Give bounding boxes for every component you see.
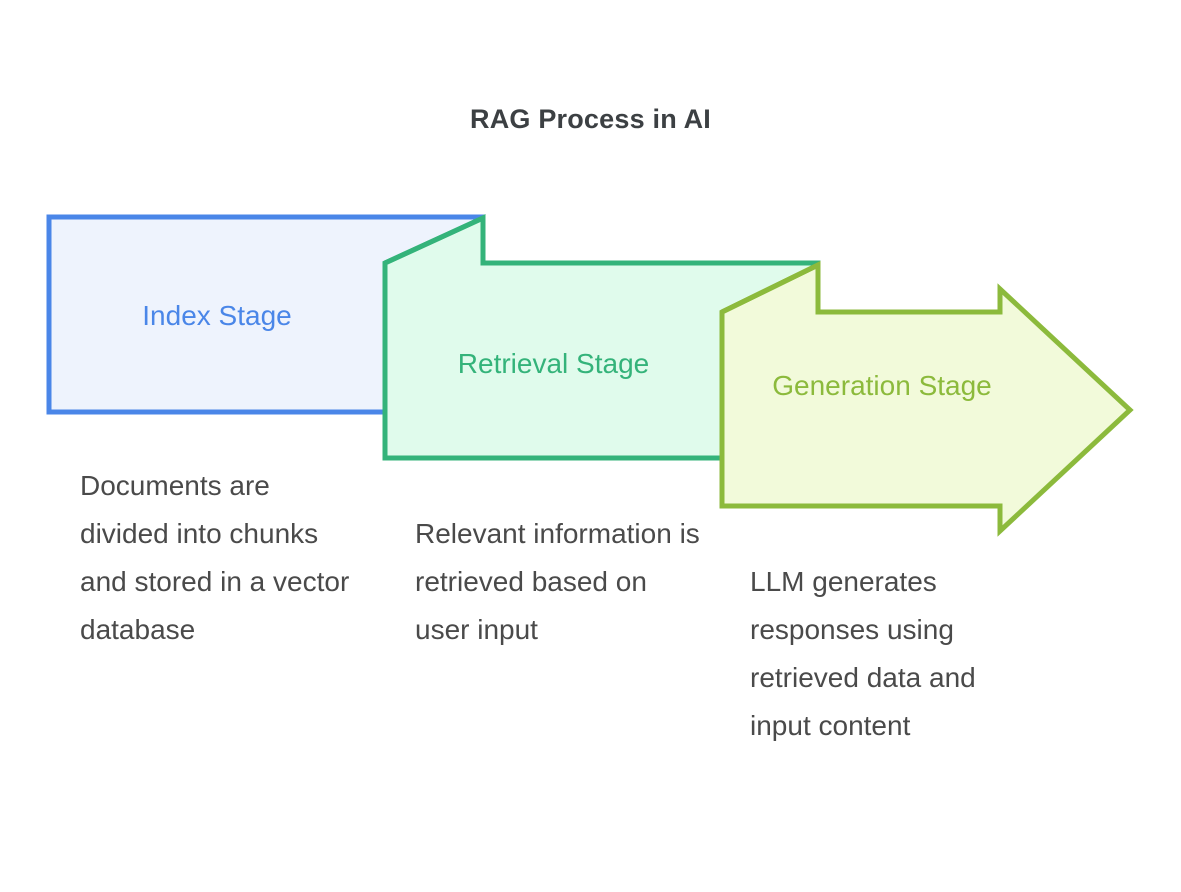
shape-generation-fold-crease — [720, 260, 821, 315]
page-title: RAG Process in AI — [470, 104, 711, 134]
stage-label-retrieval: Retrieval Stage — [457, 348, 650, 379]
stage-label-generation: Generation Stage — [772, 370, 992, 401]
shape-retrieval-fold-crease — [383, 214, 486, 266]
stage-description-generation: LLM generates responses using retrieved … — [750, 566, 976, 742]
stage-description-index: Documents are divided into chunks and st… — [80, 470, 350, 646]
stage-label-index: Index Stage — [142, 300, 292, 331]
stage-description-retrieval: Relevant information is retrieved based … — [415, 518, 700, 646]
